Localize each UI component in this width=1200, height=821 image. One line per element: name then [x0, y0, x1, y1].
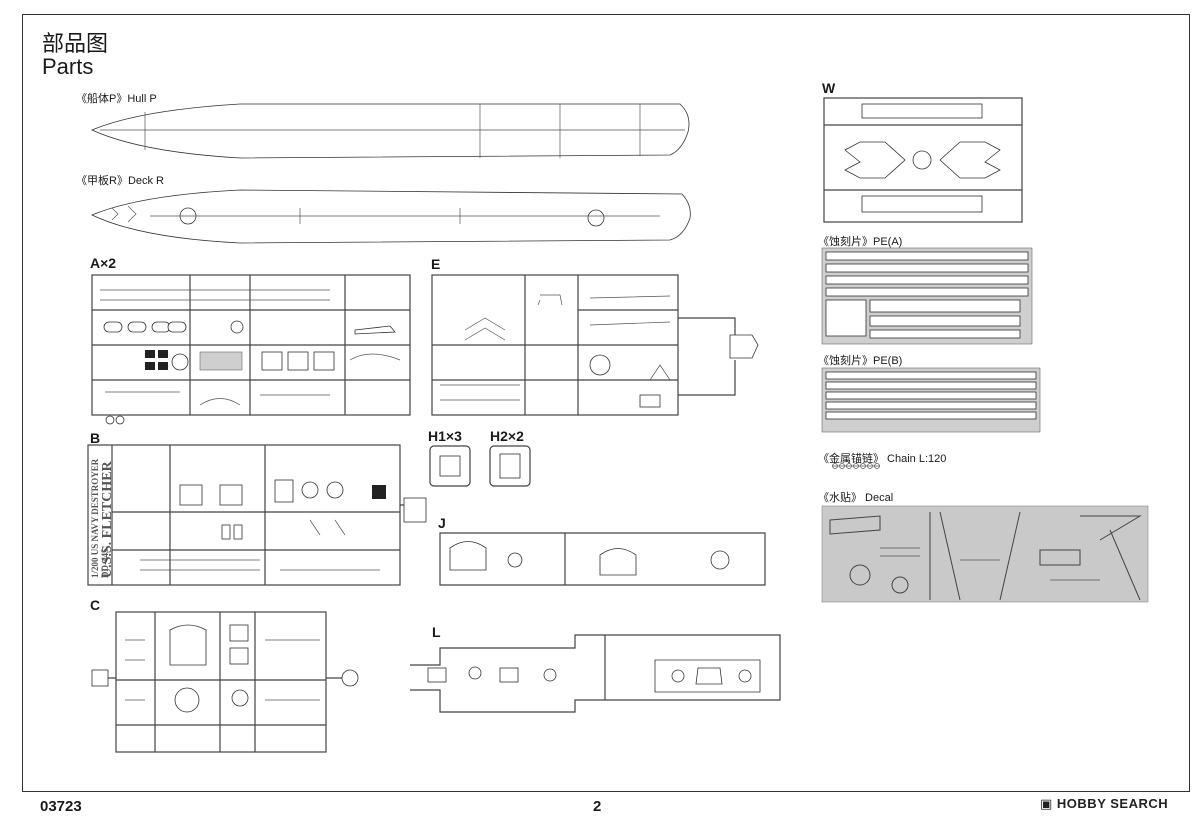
- sprue-b: [87, 444, 427, 586]
- pe-a-sheet: [821, 247, 1033, 345]
- sprue-h1: [429, 445, 471, 487]
- sprue-c: [91, 611, 359, 753]
- sprue-b-label: B: [90, 430, 101, 446]
- sprue-l: [410, 634, 781, 713]
- sprue-w-label: W: [822, 80, 836, 96]
- sprue-c-label: C: [90, 597, 101, 613]
- page-number: 2: [593, 798, 602, 815]
- pe-b-sheet: [821, 367, 1041, 433]
- hull-p-part: [91, 103, 690, 159]
- sprue-a: [91, 274, 411, 425]
- decal-label: 《水贴》 Decal: [818, 492, 894, 504]
- sprue-j: [439, 532, 766, 586]
- page-title-cn: 部品图: [42, 32, 109, 57]
- pe-a-label: 《蚀刻片》PE(A): [818, 236, 903, 248]
- watermark: ▣ HOBBY SEARCH: [1040, 796, 1169, 811]
- product-code: 03723: [40, 798, 82, 815]
- deck-r-part: [91, 189, 691, 244]
- watermark-icon: ▣: [1040, 796, 1053, 811]
- hull-label: 《船体P》Hull P: [76, 93, 157, 105]
- deck-label: 《甲板R》Deck R: [76, 175, 165, 187]
- sprue-h2: [489, 445, 531, 487]
- pe-b-label: 《蚀刻片》PE(B): [818, 355, 903, 367]
- sprue-a-label: A×2: [90, 255, 117, 271]
- sprue-e: [431, 274, 759, 416]
- sprue-h2-label: H2×2: [490, 428, 524, 444]
- sprue-e-label: E: [431, 256, 441, 272]
- chain-label: 《金属锚链》 Chain L:120: [818, 453, 947, 465]
- sprue-h1-label: H1×3: [428, 428, 462, 444]
- sprue-w: [823, 97, 1023, 223]
- chain-part: [832, 463, 880, 469]
- sprue-l-label: L: [432, 624, 441, 640]
- page-frame: [22, 14, 1190, 792]
- page-title-en: Parts: [42, 54, 94, 79]
- sprue-j-label: J: [438, 515, 446, 531]
- decal-sheet: [821, 505, 1149, 603]
